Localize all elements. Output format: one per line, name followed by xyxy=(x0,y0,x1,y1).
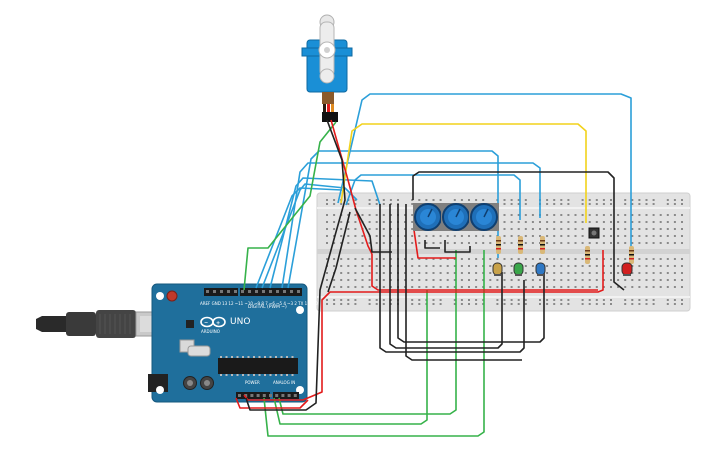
pushbutton[interactable] xyxy=(588,227,600,239)
svg-text:−: − xyxy=(204,320,208,326)
resistor-5 xyxy=(629,246,634,264)
power-analog-header-pins xyxy=(238,394,297,397)
leds xyxy=(492,262,633,276)
digital-header-pins xyxy=(206,290,300,293)
resistors xyxy=(496,236,634,264)
led-blue xyxy=(535,262,546,276)
arduino-uno[interactable]: AREF GND 13 12 ~11 ~10 ~9 8 7 ~6 ~5 4 ~3… xyxy=(148,283,318,403)
resistor-2 xyxy=(518,236,523,254)
potentiometer-1[interactable] xyxy=(413,203,443,231)
atmega-chip-legs xyxy=(220,356,294,376)
resistor-4 xyxy=(585,246,590,264)
potentiometer-2[interactable] xyxy=(441,203,471,231)
header-analog-label: ANALOG IN xyxy=(273,380,295,385)
header-digital-label: DIGITAL (PWM ~) xyxy=(248,304,287,310)
pin-labels-digital: AREF GND 13 12 ~11 ~10 ~9 8 7 ~6 ~5 4 ~3… xyxy=(200,301,318,306)
arduino-model: UNO xyxy=(230,317,250,327)
potentiometer-3[interactable] xyxy=(469,203,499,231)
led-red xyxy=(621,262,633,276)
resistor-3 xyxy=(540,236,545,254)
svg-text:+: + xyxy=(216,321,220,327)
header-power-label: POWER xyxy=(245,380,260,385)
potentiometers[interactable] xyxy=(413,203,499,231)
arduino-logo: − + xyxy=(200,316,226,328)
arduino-logo-text: ARDUINO xyxy=(201,329,220,334)
resistor-1 xyxy=(496,236,501,254)
led-green xyxy=(513,262,524,276)
led-yellow xyxy=(492,262,503,276)
wires xyxy=(235,93,632,437)
servo-motor[interactable] xyxy=(301,14,353,122)
